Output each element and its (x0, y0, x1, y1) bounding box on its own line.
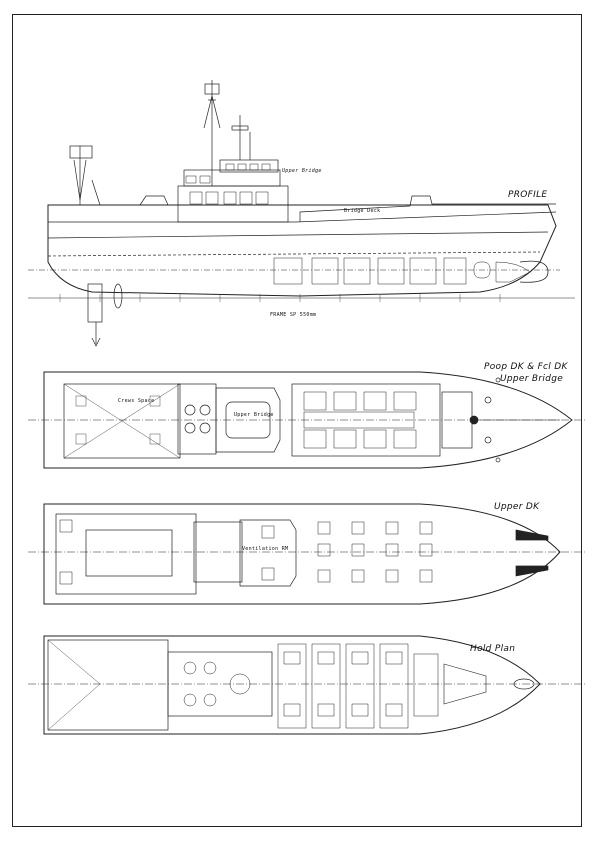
poop-deck-plan (28, 371, 586, 469)
profile-upper-bridge-label: Upper Bridge (282, 168, 322, 174)
profile-view (28, 80, 575, 347)
profile-bridge-deck-label: Bridge Deck (344, 208, 381, 214)
upper-deck-plan (28, 503, 586, 605)
profile-title: PROFILE (508, 190, 548, 200)
poop-deck-title: Poop DK & Fcl DK (484, 362, 568, 372)
upper-deck-title: Upper DK (494, 502, 540, 512)
frame-spacing-label: FRAME SP 550mm (270, 312, 317, 318)
upper-bridge-title: Upper Bridge (500, 374, 564, 384)
hold-plan-title: Hold Plan (470, 644, 516, 654)
ventilation-room-label: Ventilation RM (242, 546, 289, 552)
crews-space-label: Crews Space (118, 398, 155, 404)
sheet-border (12, 14, 582, 827)
hold-plan (28, 635, 586, 735)
poop-upper-bridge-label: Upper Bridge (234, 412, 274, 418)
